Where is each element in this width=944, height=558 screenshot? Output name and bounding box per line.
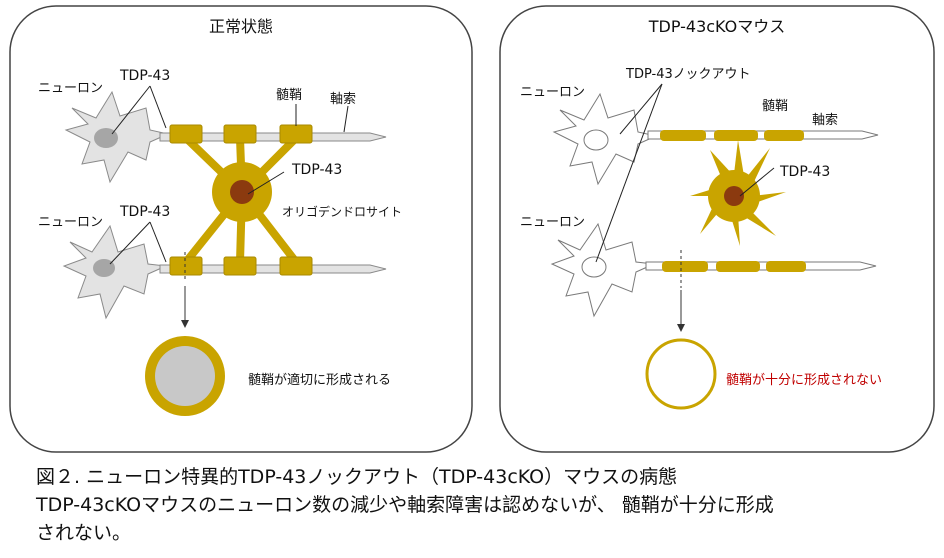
neuron-top-normal [64,90,387,184]
label-knockout: TDP-43ノックアウト [625,67,750,82]
neuron-nucleus [93,259,115,277]
figure-diagram: 正常状態 [9,5,935,453]
label-pointers-normal [109,85,349,265]
myelin-segments-bottom [169,256,313,276]
myelin-segment [279,124,313,144]
label-neuron-bottom: ニューロン [38,215,103,230]
myelin-segment [279,256,313,276]
myelin-segment [223,256,257,276]
figure-caption-line3: されない。 [36,522,132,544]
label-neuron-bottom: ニューロン [520,215,585,230]
label-tdp43-neuron-top: TDP-43 [119,68,170,84]
myelin-cross-section-thin [645,338,717,410]
label-neuron-top: ニューロン [38,81,103,96]
panel-normal-title: 正常状態 [209,17,273,36]
figure-caption-line1: 図２. ニューロン特異的TDP-43ノックアウト（TDP-43cKO）マウスの病… [36,466,678,488]
myelin-segment [223,124,257,144]
figure-caption-line2: TDP-43cKOマウスのニューロン数の減少や軸索障害は認めないが、 髄鞘が十分… [36,494,774,516]
axon [159,132,387,142]
neuron-body [62,224,168,320]
neuron-top-cko [552,92,879,186]
arrow-head [677,324,685,332]
label-tdp43-neuron-bottom: TDP-43 [119,204,170,220]
arrow-head [181,320,189,328]
label-pointers-cko [595,83,775,263]
label-axon: 軸索 [812,113,838,128]
myelin-segment [169,256,203,276]
panel-normal: 正常状態 [9,5,473,453]
oligodendrocyte-nucleus [230,180,254,204]
neuron-nucleus-empty [581,256,607,278]
label-result-insufficient: 髄鞘が十分に形成されない [726,373,882,388]
myelin-segments-top [169,124,313,144]
label-myelin: 髄鞘 [276,88,302,103]
neuron-bottom-normal [62,224,387,320]
label-tdp43-oligo: TDP-43 [291,162,342,178]
panel-cko-title: TDP-43cKOマウス [648,17,786,36]
panel-cko: TDP-43cKOマウス [499,5,935,453]
thin-myelin-bottom [662,261,806,272]
label-neuron-top: ニューロン [520,85,585,100]
label-axon: 軸索 [330,92,356,107]
neuron-nucleus [94,128,118,148]
axon [159,264,387,274]
axon-cross-section [155,346,215,406]
label-myelin: 髄鞘 [762,99,788,114]
thin-myelin-top [660,130,804,141]
neuron-nucleus-empty [583,129,609,151]
label-result-proper: 髄鞘が適切に形成される [248,372,391,388]
myelin-segment [169,124,203,144]
oligodendrocyte-nucleus [724,186,744,206]
label-tdp43-oligo: TDP-43 [779,164,830,180]
label-oligodendrocyte: オリゴデンドロサイト [282,204,402,219]
